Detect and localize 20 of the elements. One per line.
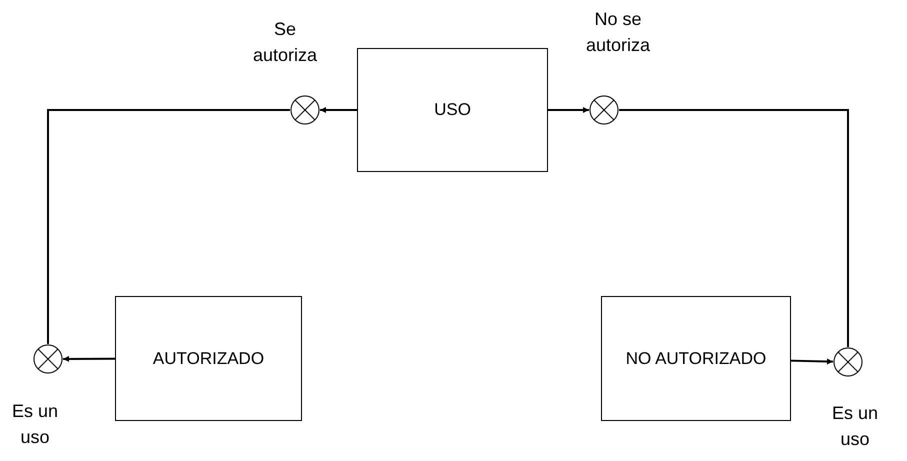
summing-junction-circle [833, 347, 863, 377]
junction-caption: Es un uso [10, 400, 60, 449]
connector-line [47, 109, 290, 344]
arrow [790, 358, 834, 365]
process-box [357, 48, 548, 172]
summing-junction-circle [589, 95, 619, 125]
process-box [115, 296, 302, 421]
junction-caption: Es un uso [830, 402, 880, 451]
junction-caption: No se autoriza [584, 8, 652, 57]
summing-junction-circle [290, 95, 320, 125]
junction-caption: Se autoriza [252, 18, 318, 67]
connector-line [619, 109, 849, 347]
box-label: NO AUTORIZADO [624, 348, 768, 370]
process-box [601, 296, 791, 421]
arrow [548, 107, 589, 113]
arrow [63, 356, 115, 362]
arrow [320, 107, 357, 113]
summing-junction-circle [33, 344, 63, 374]
box-label: USO [433, 99, 472, 121]
box-label: AUTORIZADO [152, 348, 266, 370]
